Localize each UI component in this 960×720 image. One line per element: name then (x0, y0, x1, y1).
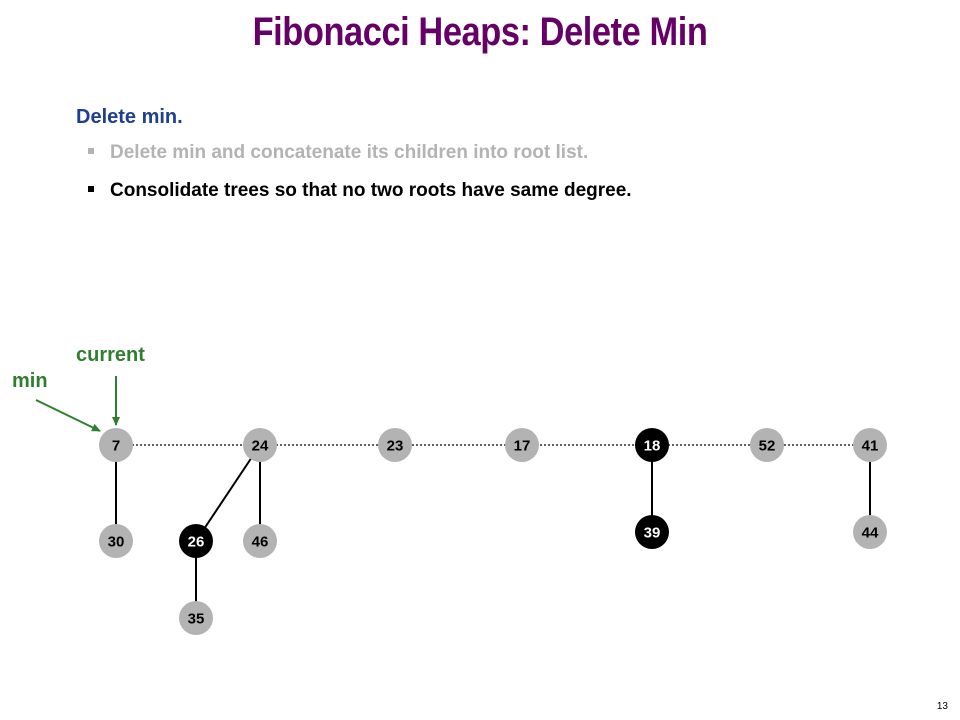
heap-node-circle (750, 428, 784, 462)
heap-node-circle (505, 428, 539, 462)
heap-node-circle (853, 428, 887, 462)
min-pointer-label: min (12, 370, 48, 392)
min-pointer-arrow (35, 399, 101, 432)
heap-node-circle (635, 515, 669, 549)
heap-node-key: 35 (188, 611, 205, 628)
heap-node-46: 46 (243, 524, 277, 558)
slide-title: Fibonacci Heaps: Delete Min (252, 10, 708, 54)
heap-node-key: 18 (644, 438, 661, 455)
heap-node-17: 17 (505, 428, 539, 462)
heap-node-44: 44 (853, 515, 887, 549)
heap-node-26: 26 (179, 524, 213, 558)
delete-min-heading: Delete min. (76, 106, 183, 128)
heap-node-23: 23 (378, 428, 412, 462)
tree-edge (195, 444, 261, 542)
heap-node-30: 30 (99, 524, 133, 558)
heap-node-35: 35 (179, 601, 213, 635)
heap-node-7: 7 (99, 428, 133, 462)
heap-node-circle (99, 428, 133, 462)
page-number: 13 (936, 701, 948, 712)
bullet-text-concatenate: Delete min and concatenate its children … (110, 142, 589, 163)
current-pointer-label: current (76, 344, 145, 366)
bullet-text-consolidate: Consolidate trees so that no two roots h… (110, 180, 632, 201)
heap-node-key: 17 (514, 438, 531, 455)
heap-node-key: 41 (862, 438, 879, 455)
heap-node-key: 44 (862, 525, 879, 542)
heap-node-key: 7 (112, 438, 120, 455)
heap-node-key: 30 (108, 534, 125, 551)
bullet-square-icon (88, 147, 94, 154)
bullet-square-icon (88, 185, 94, 192)
heap-node-circle (243, 524, 277, 558)
heap-node-39: 39 (635, 515, 669, 549)
heap-node-key: 24 (252, 438, 269, 455)
heap-node-circle (243, 428, 277, 462)
heap-node-24: 24 (243, 428, 277, 462)
heap-node-key: 52 (759, 438, 776, 455)
heap-node-key: 46 (252, 534, 269, 551)
heap-node-circle (179, 601, 213, 635)
bullet-concatenate: Delete min and concatenate its children … (88, 142, 588, 164)
heap-node-circle (635, 428, 669, 462)
heap-node-52: 52 (750, 428, 784, 462)
heap-node-key: 26 (188, 534, 205, 551)
heap-node-circle (378, 428, 412, 462)
bullet-consolidate: Consolidate trees so that no two roots h… (88, 180, 632, 202)
heap-node-circle (179, 524, 213, 558)
heap-node-key: 39 (644, 525, 661, 542)
heap-node-18: 18 (635, 428, 669, 462)
heap-node-key: 23 (387, 438, 404, 455)
heap-node-41: 41 (853, 428, 887, 462)
heap-node-circle (99, 524, 133, 558)
heap-node-circle (853, 515, 887, 549)
